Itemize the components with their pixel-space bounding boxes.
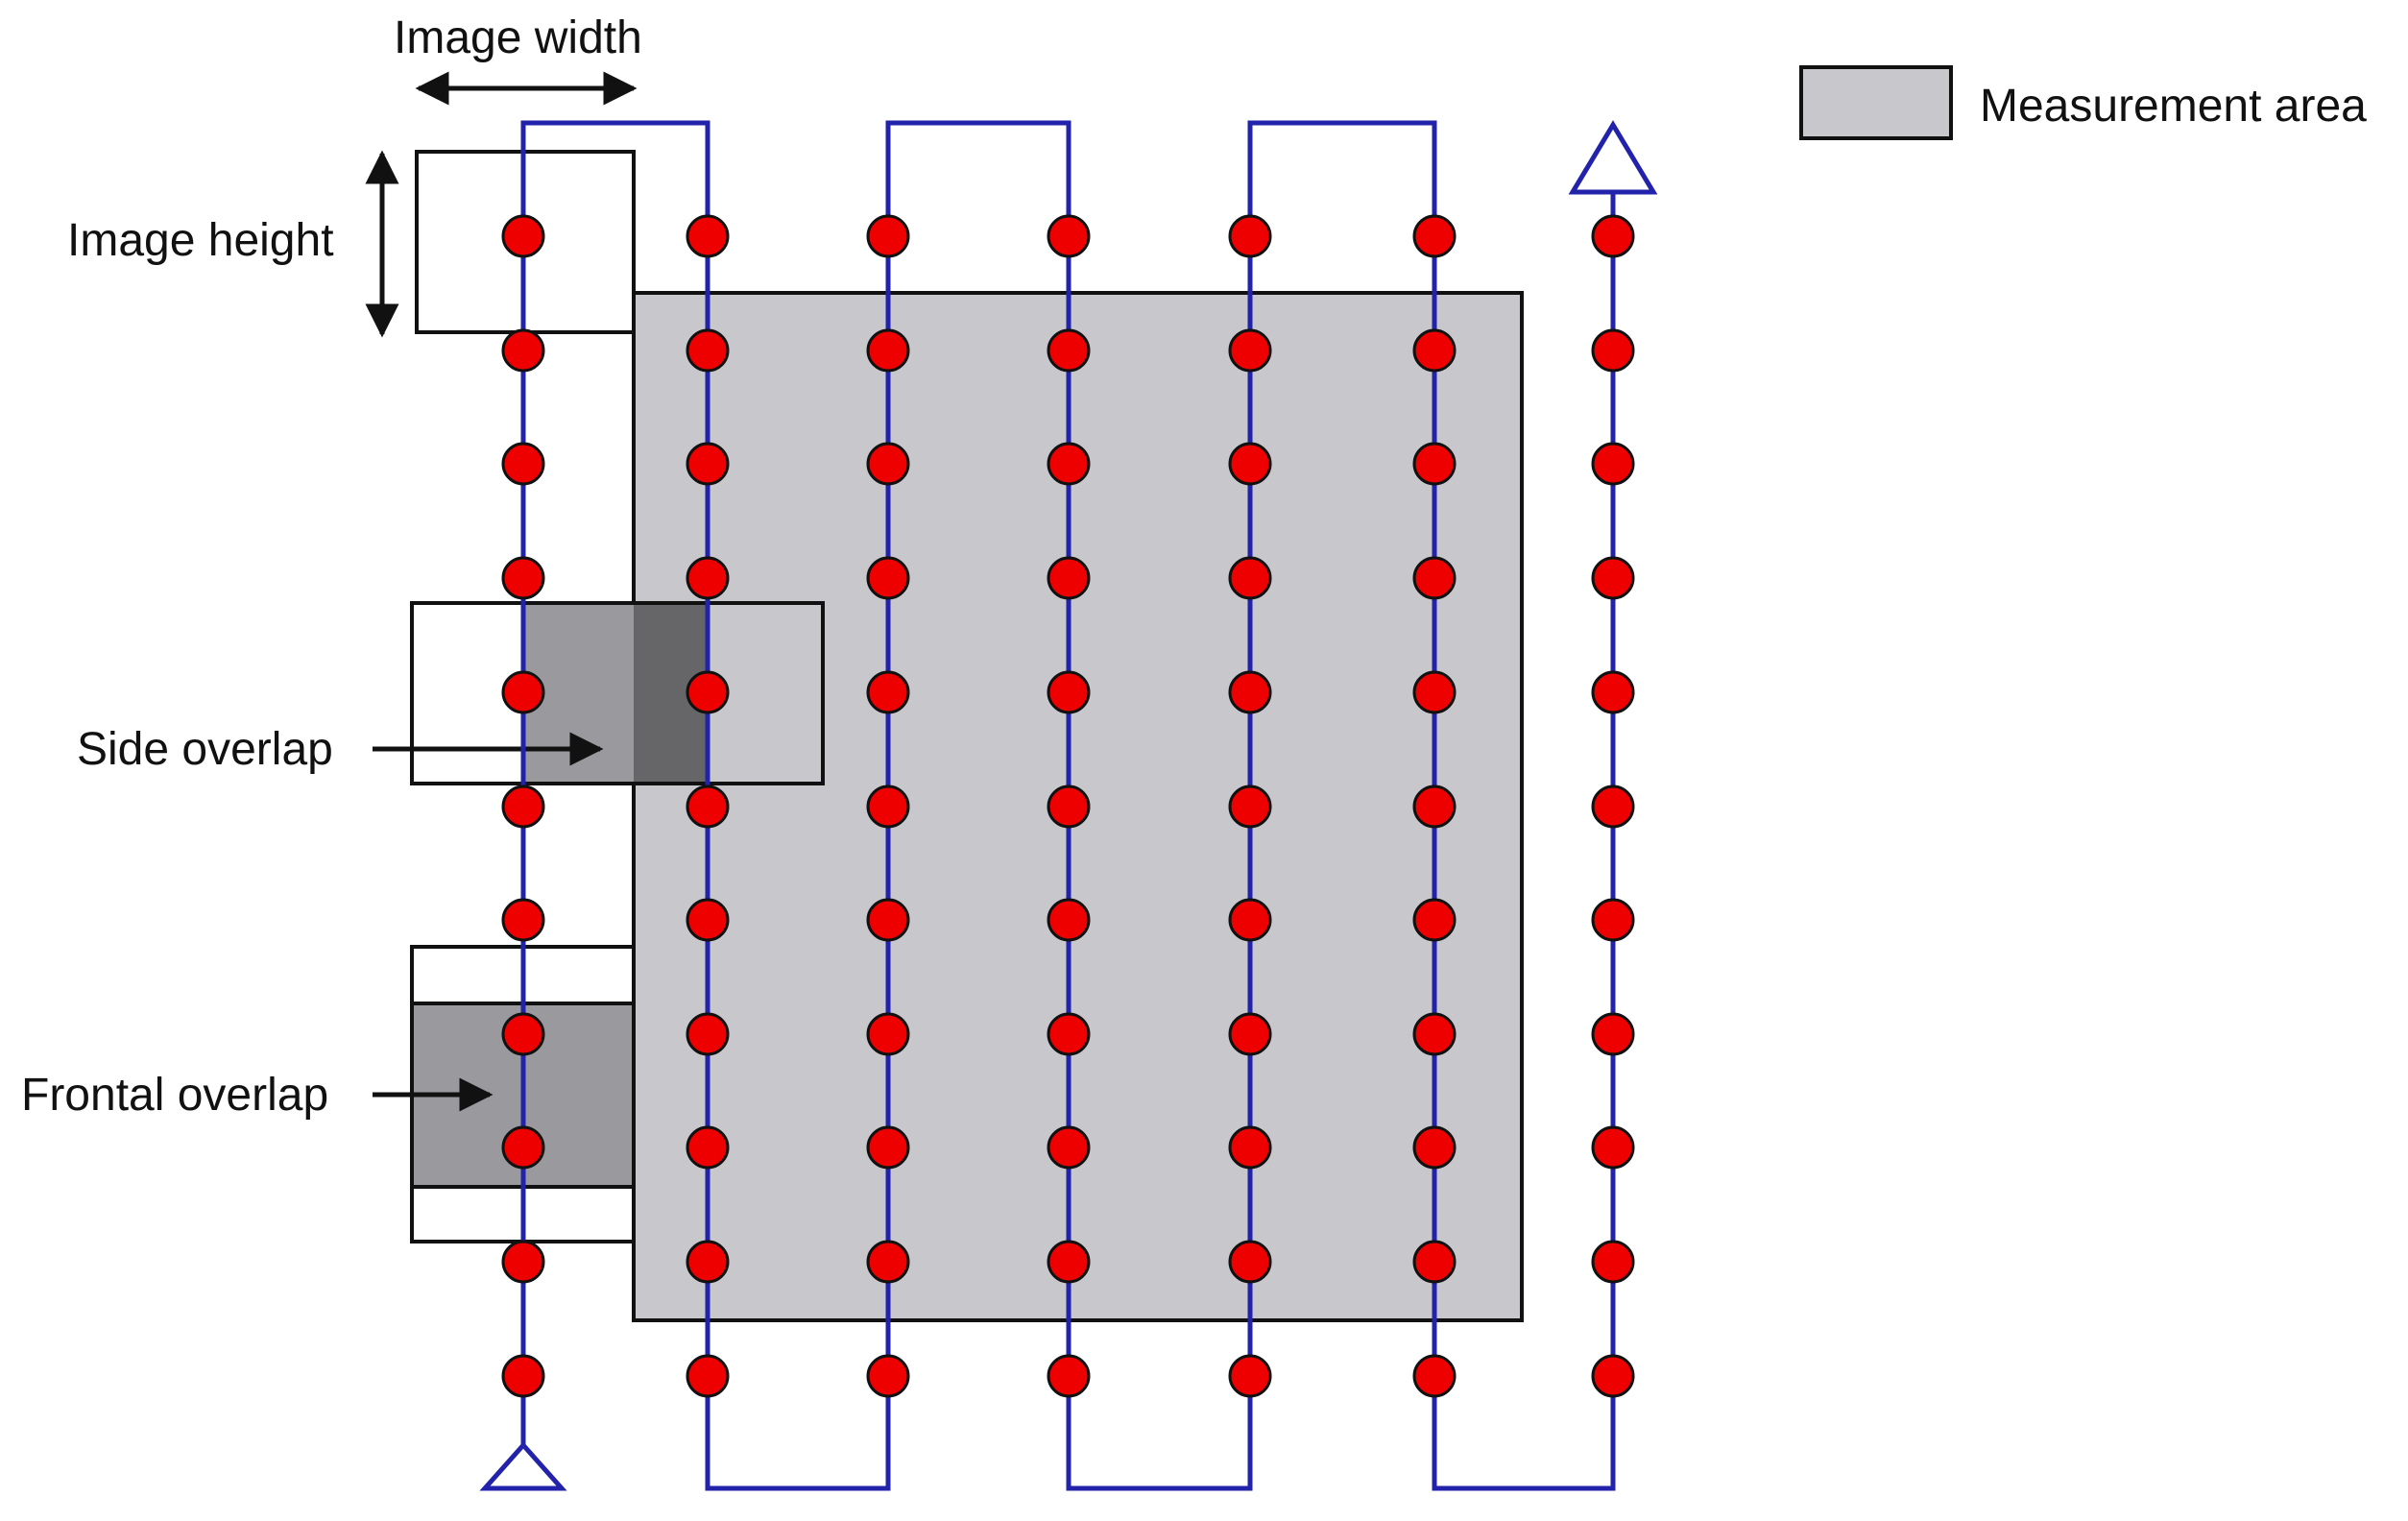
photo-point [501, 1354, 545, 1398]
photo-point [1591, 1240, 1635, 1284]
photo-point [866, 442, 910, 486]
image-width-label: Image width [394, 12, 642, 63]
photo-point [501, 442, 545, 486]
image-height-label: Image height [67, 215, 334, 266]
photo-point [1412, 214, 1457, 258]
photo-point [866, 1240, 910, 1284]
photo-point [1591, 556, 1635, 600]
photo-point [686, 1012, 730, 1056]
photo-point [1047, 670, 1091, 714]
triangle-end-icon [1568, 120, 1658, 195]
image-height-dimension: Image height [67, 150, 399, 338]
photo-point [866, 1125, 910, 1170]
photo-point [501, 898, 545, 942]
photo-point [1047, 328, 1091, 373]
photo-point [1047, 785, 1091, 829]
photo-point [866, 214, 910, 258]
legend-label: Measurement area [1980, 81, 2367, 132]
photo-point [1412, 1125, 1457, 1170]
photo-point [866, 670, 910, 714]
photo-point [1047, 1125, 1091, 1170]
photo-point [1412, 1240, 1457, 1284]
photo-point [1047, 556, 1091, 600]
photo-point [1228, 442, 1272, 486]
photo-point [1228, 1125, 1272, 1170]
legend-swatch [1799, 65, 1953, 140]
side-overlap-label: Side overlap [77, 724, 333, 775]
frontal-overlap-label: Frontal overlap [21, 1070, 328, 1121]
legend: Measurement area [1799, 65, 2367, 140]
photo-point [1412, 898, 1457, 942]
photo-point [1591, 785, 1635, 829]
photo-point [1591, 670, 1635, 714]
photo-point [1228, 1240, 1272, 1284]
photo-point [1228, 214, 1272, 258]
photo-point [1047, 898, 1091, 942]
photo-point [866, 556, 910, 600]
photo-point [1591, 214, 1635, 258]
photo-point [1228, 1012, 1272, 1056]
photo-point [866, 1354, 910, 1398]
photo-point [501, 1012, 545, 1056]
photo-point [1412, 556, 1457, 600]
photo-point [1591, 328, 1635, 373]
photo-point [1412, 1012, 1457, 1056]
triangle-start-icon [479, 1441, 567, 1491]
side-overlap-illustration: Side overlap [77, 601, 825, 785]
photo-point [1047, 1354, 1091, 1398]
photo-point [1228, 785, 1272, 829]
photo-point [686, 898, 730, 942]
photo-point [686, 214, 730, 258]
photo-point [1228, 670, 1272, 714]
photo-point [1228, 1354, 1272, 1398]
photo-point [1412, 785, 1457, 829]
image-width-dimension: Image width [394, 12, 642, 106]
photo-point [501, 785, 545, 829]
frontal-overlap-illustration: Frontal overlap [21, 945, 636, 1243]
photo-point [501, 670, 545, 714]
photo-point [1228, 556, 1272, 600]
photo-point [501, 214, 545, 258]
photo-point [1412, 670, 1457, 714]
photo-point [501, 1125, 545, 1170]
photo-point [1591, 1012, 1635, 1056]
photo-point [1591, 898, 1635, 942]
photo-points [501, 214, 1635, 1398]
photo-point [866, 1012, 910, 1056]
photo-point [866, 328, 910, 373]
photo-point [501, 328, 545, 373]
photo-point [1591, 1125, 1635, 1170]
photo-point [686, 442, 730, 486]
photo-point [1047, 214, 1091, 258]
photo-point [866, 898, 910, 942]
photo-point [501, 556, 545, 600]
photo-point [866, 785, 910, 829]
photo-point [686, 785, 730, 829]
photo-point [1412, 1354, 1457, 1398]
photo-point [1047, 442, 1091, 486]
photo-point [1228, 328, 1272, 373]
photo-point [686, 556, 730, 600]
photo-point [686, 670, 730, 714]
photo-point [686, 1240, 730, 1284]
photo-point [1047, 1012, 1091, 1056]
photo-point [686, 1354, 730, 1398]
photo-point [1591, 1354, 1635, 1398]
photo-point [501, 1240, 545, 1284]
photo-point [1412, 328, 1457, 373]
photo-point [686, 1125, 730, 1170]
photo-point [686, 328, 730, 373]
photo-point [1591, 442, 1635, 486]
photo-point [1228, 898, 1272, 942]
photo-point [1047, 1240, 1091, 1284]
photo-point [1412, 442, 1457, 486]
